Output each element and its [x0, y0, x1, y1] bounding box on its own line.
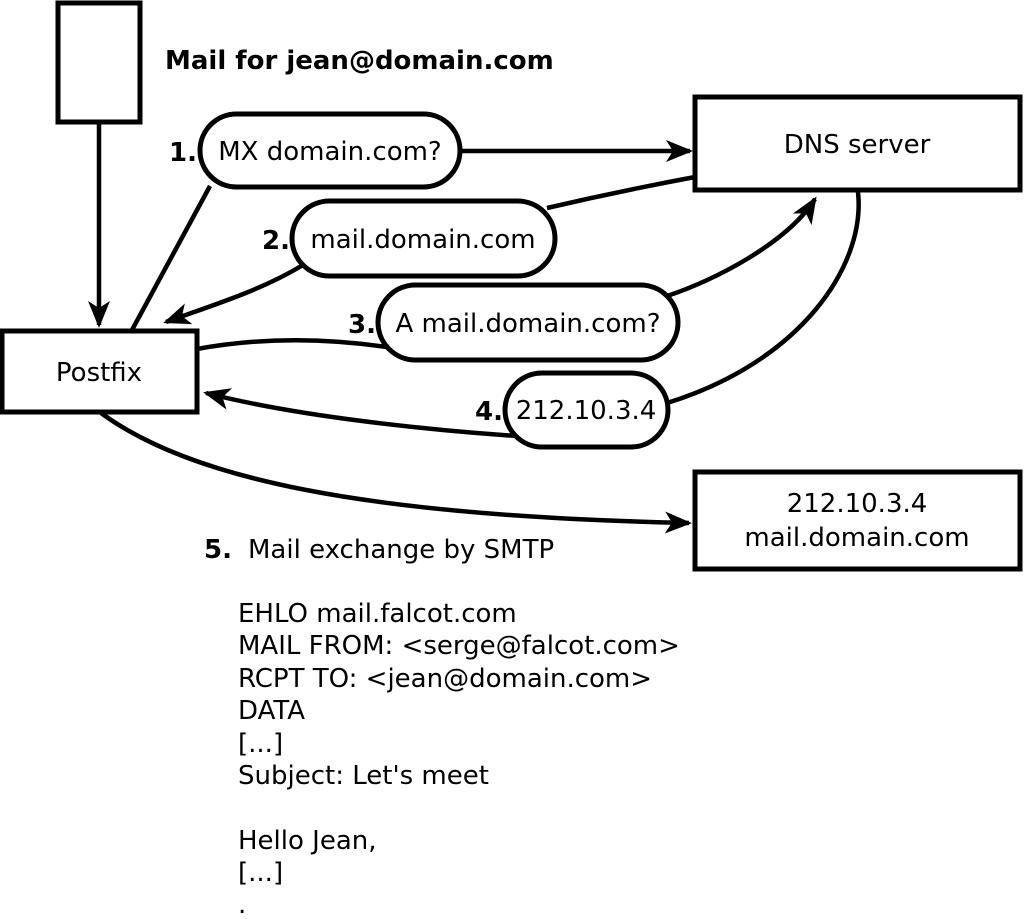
postfix-node	[0, 328, 200, 415]
step4-label: 212.10.3.4	[516, 396, 657, 426]
step5-label: Mail exchange by SMTP	[248, 535, 554, 565]
smtp-line: DATA	[238, 696, 305, 726]
pill-answer-mx	[289, 198, 558, 279]
smtp-line: EHLO mail.falcot.com	[238, 599, 517, 629]
step3-number: 3.	[348, 310, 376, 340]
line-postfix-to-query3	[196, 338, 394, 352]
target-server-hostname: mail.domain.com	[744, 523, 969, 553]
envelope-node	[55, 0, 143, 125]
arrow-postfix-to-target-smtp	[99, 411, 692, 534]
line-dns-to-answer4	[666, 191, 861, 406]
arrow-answer2-to-postfix	[163, 263, 305, 325]
arrow-query3-to-dns	[666, 196, 817, 299]
postfix-label: Postfix	[56, 358, 142, 388]
step4-number: 4.	[475, 397, 503, 427]
step2-label: mail.domain.com	[310, 225, 535, 255]
line-dns-to-answer2	[546, 174, 696, 211]
dns-server-label: DNS server	[784, 130, 931, 160]
arrow-answer4-to-postfix	[203, 388, 517, 439]
step5-number: 5.	[204, 535, 232, 565]
smtp-session-block: EHLO mail.falcot.com MAIL FROM: <serge@f…	[238, 599, 680, 919]
step2-number: 2.	[262, 226, 290, 256]
pill-query-mx	[197, 111, 463, 190]
smtp-line: Hello Jean,	[238, 826, 377, 856]
smtp-line: MAIL FROM: <serge@falcot.com>	[238, 631, 680, 661]
smtp-line: [...]	[238, 858, 283, 888]
smtp-line: Subject: Let's meet	[238, 761, 489, 791]
smtp-line: [...]	[238, 729, 283, 759]
dns-server-node	[692, 94, 1023, 193]
pill-answer-a	[502, 370, 671, 450]
pill-query-a	[375, 282, 681, 363]
target-server-node	[692, 469, 1023, 572]
step3-label: A mail.domain.com?	[396, 309, 661, 339]
step1-label: MX domain.com?	[218, 137, 441, 167]
smtp-line: RCPT TO: <jean@domain.com>	[238, 664, 652, 694]
mail-note: Mail for jean@domain.com	[165, 46, 554, 76]
line-postfix-to-query1	[130, 184, 212, 332]
target-server-ip: 212.10.3.4	[787, 489, 928, 519]
smtp-line: .	[238, 890, 246, 919]
step1-number: 1.	[169, 138, 197, 168]
